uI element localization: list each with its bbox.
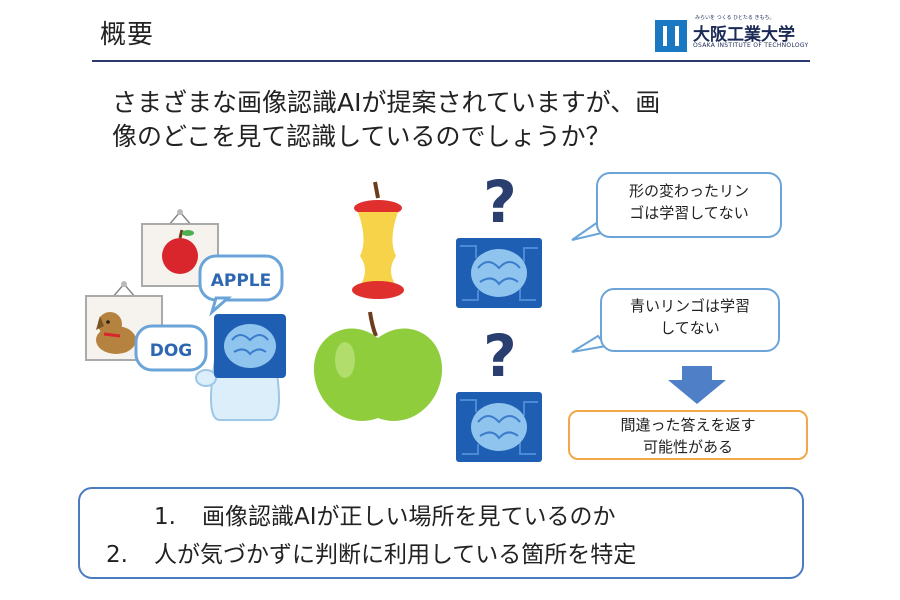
bubble-shape-line-1: 形の変わったリン [628,182,749,200]
logo-subtitle: OSAKA INSTITUTE OF TECHNOLOGY [693,42,809,49]
brain-chip-icon-top [456,238,542,308]
dog-icon [96,312,136,354]
apple-core-icon [352,181,404,299]
summary-item-2-text: 人が気づかずに判断に利用している箇所を特定 [154,542,637,568]
bubble-green-line-1: 青いリンゴは学習 [629,297,750,315]
university-logo: みらいを つくる ひとたる きもち。 大阪工業大学 OSAKA INSTITUT… [655,15,815,58]
summary-item-1-number: 1. [154,504,176,530]
result-line-1: 間違った答えを返す [620,416,756,434]
down-arrow-icon [668,366,726,404]
bubble-green-untrained: 青いリンゴは学習 してない [600,288,780,352]
bubble-green-line-2: してない [660,319,720,337]
question-mark-icon-top: ? [483,168,517,236]
intro-line-2: 像のどこを見て認識しているのでしょうか？ [112,122,611,151]
summary-item-2: 2. 人が気づかずに判断に利用している箇所を特定 [106,535,636,569]
intro-line-1: さまざまな画像認識AIが提案されていますが、画 [112,88,661,117]
summary-item-1-text: 画像認識AIが正しい場所を見ているのか [202,504,616,530]
bubble-shape-untrained: 形の変わったリン ゴは学習してない [596,172,782,238]
oit-logo-mark [655,20,687,52]
apple-label: APPLE [211,271,272,291]
logo-tagline: みらいを つくる ひとたる きもち。 [695,15,775,21]
red-apple-icon [162,229,198,274]
apple-label-bubble: APPLE [198,254,284,317]
summary-item-1: 1. 画像認識AIが正しい場所を見ているのか [154,497,616,531]
brain-chip-icon-bottom [456,392,542,462]
result-box: 間違った答えを返す 可能性がある [568,410,808,460]
question-mark-icon-bottom: ? [483,322,517,390]
title-divider [92,60,810,62]
page-title: 概要 [100,20,155,50]
summary-box: 1. 画像認識AIが正しい場所を見ているのか 2. 人が気づかずに判断に利用している… [78,487,804,579]
result-line-2: 可能性がある [642,438,733,456]
summary-item-2-number: 2. [106,542,128,568]
green-apple-icon [313,311,443,421]
dog-label: DOG [150,341,193,361]
bubble-shape-line-2: ゴは学習してない [629,204,749,222]
ai-robot-icon [195,314,286,421]
dog-label-bubble: DOG [134,324,208,372]
intro-question: さまざまな画像認識AIが提案されていますが、画 像のどこを見て認識しているのでし… [112,86,802,154]
logo-name: 大阪工業大学 [693,25,795,45]
